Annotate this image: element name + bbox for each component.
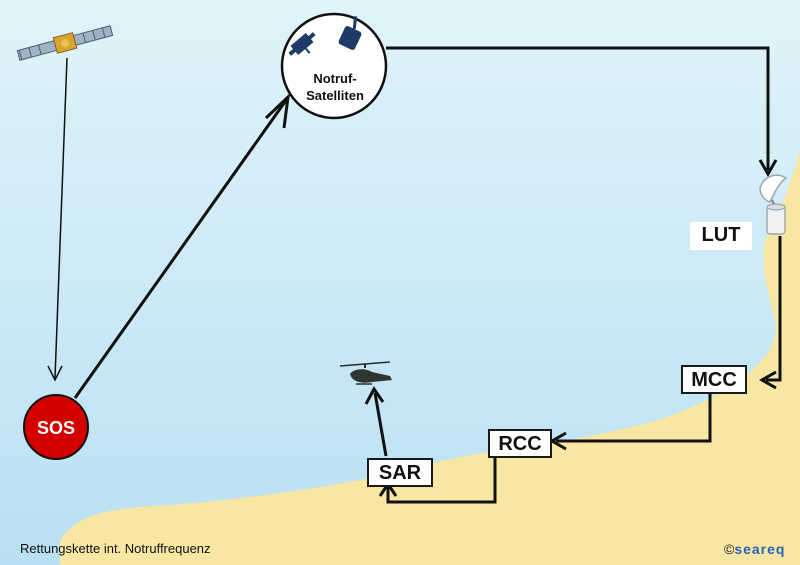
sos-label: SOS bbox=[36, 418, 75, 438]
downlink-arrow-head bbox=[47, 365, 63, 382]
uplink-arrow-head bbox=[264, 92, 291, 129]
satellites-label-line2: Satelliten bbox=[306, 88, 364, 103]
sand-coast bbox=[60, 150, 800, 565]
mcc-label: MCC bbox=[691, 369, 737, 391]
downlink-arrow-line bbox=[54, 57, 68, 379]
rcc-label: RCC bbox=[498, 433, 542, 455]
copyright-symbol: © bbox=[724, 541, 735, 557]
copyright-notice: ©seareq bbox=[724, 541, 785, 557]
sar-heli-arrow-head bbox=[364, 386, 385, 405]
relay-arrow-head bbox=[758, 159, 778, 178]
diagram-caption: Rettungskette int. Notruffrequenz bbox=[20, 541, 211, 556]
mcc-rcc-arrow-line bbox=[556, 392, 712, 443]
lut-mcc-arrow-line bbox=[766, 236, 782, 382]
rcc-box: RCC bbox=[488, 429, 552, 458]
rcc-sar-arrow-line bbox=[386, 456, 497, 504]
relay-arrow-line bbox=[386, 46, 770, 170]
uplink-arrow-line bbox=[73, 98, 289, 399]
satellites-label-line1: Notruf- bbox=[313, 71, 357, 86]
satellite-pair-icon bbox=[288, 16, 362, 56]
sar-heli-arrow-line bbox=[373, 392, 388, 457]
mcc-box: MCC bbox=[681, 365, 747, 394]
dish-antenna-icon bbox=[759, 174, 788, 235]
sar-box: SAR bbox=[367, 458, 433, 487]
brand-name: seareq bbox=[734, 541, 786, 557]
emergency-satellites-label: Notruf- Satelliten bbox=[287, 70, 383, 104]
sar-label: SAR bbox=[378, 462, 422, 484]
lut-label: LUT bbox=[701, 224, 741, 246]
mcc-rcc-arrow-head bbox=[548, 431, 567, 451]
lut-mcc-arrow-head bbox=[758, 370, 777, 390]
helicopter-icon bbox=[339, 361, 392, 385]
lut-box: LUT bbox=[690, 222, 752, 250]
satellite-icon bbox=[16, 25, 114, 61]
sos-beacon bbox=[23, 394, 89, 460]
